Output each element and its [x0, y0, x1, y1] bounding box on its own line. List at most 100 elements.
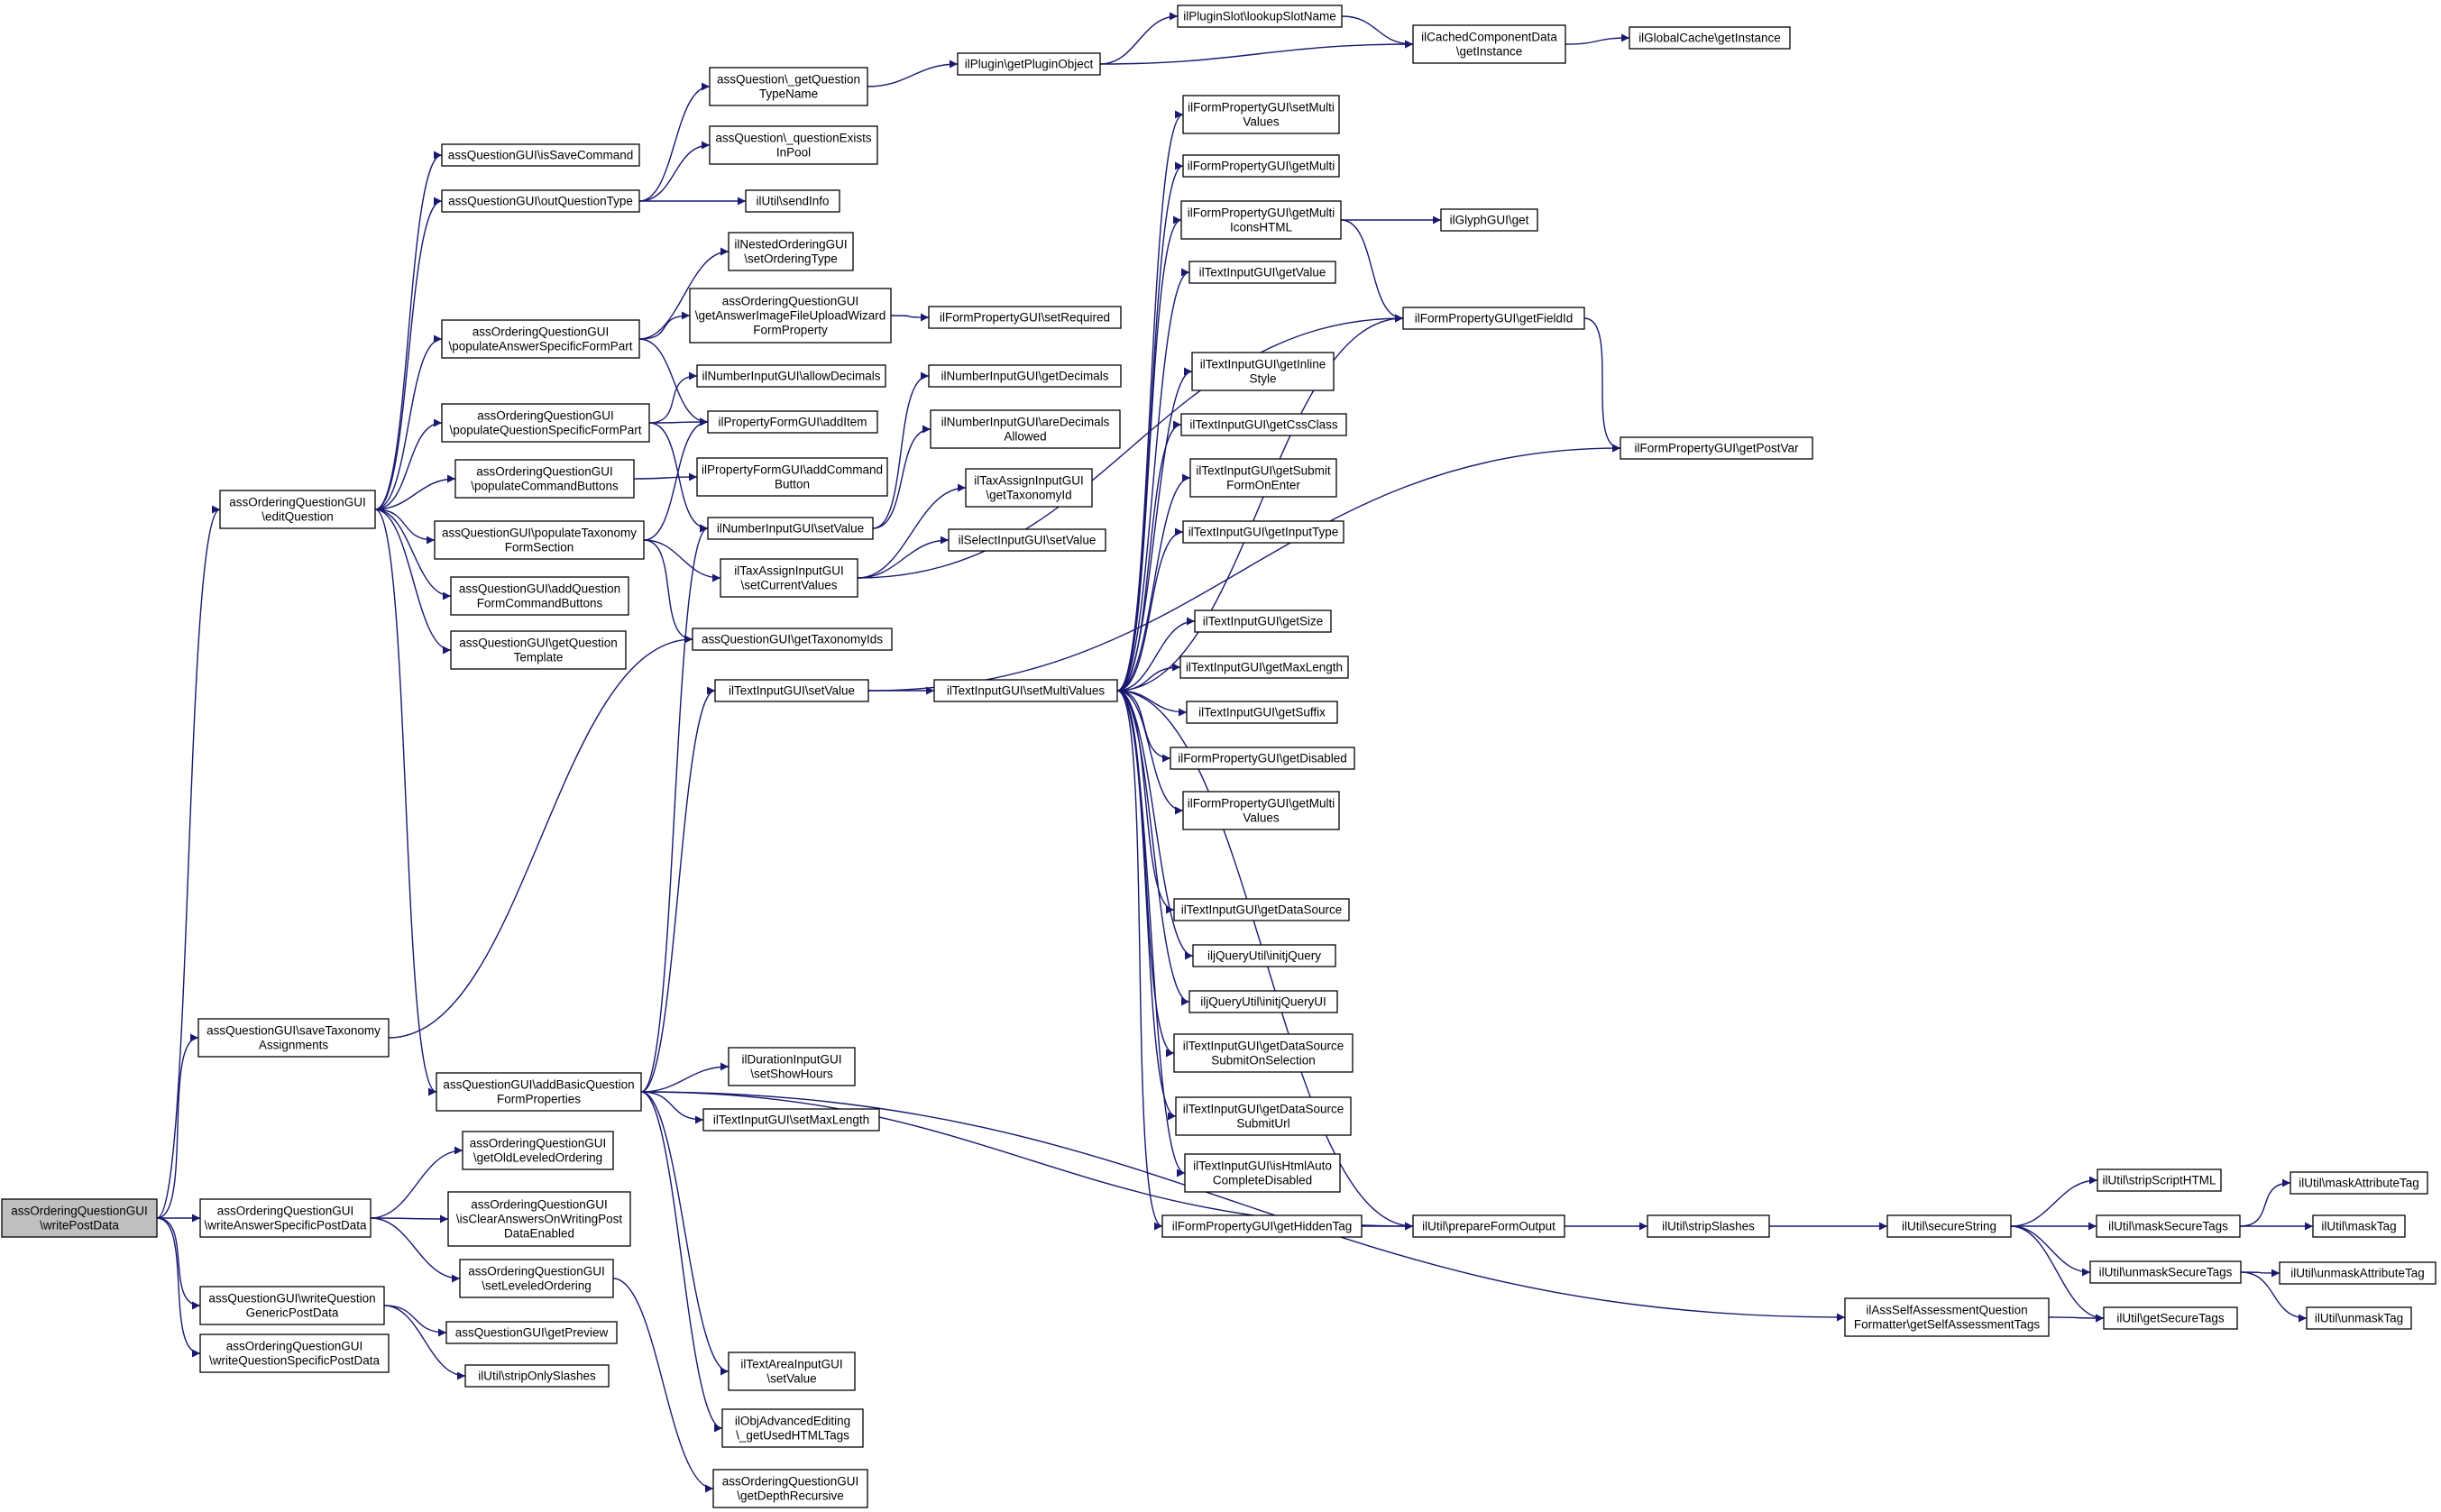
node-get-old-leveled-ordering[interactable]: assOrderingQuestionGUI\getOldLeveledOrde…	[462, 1131, 614, 1170]
node-set-multi-values-form[interactable]: ilFormPropertyGUI\setMultiValues	[1182, 95, 1340, 134]
node-box[interactable]	[441, 403, 650, 443]
node-text-get-value[interactable]: ilTextInputGUI\getValue	[1188, 261, 1336, 284]
node-box[interactable]	[447, 1191, 631, 1247]
node-box[interactable]	[707, 517, 874, 540]
node-box[interactable]	[709, 125, 878, 165]
node-write-post-data[interactable]: assOrderingQuestionGUI\writePostData	[1, 1198, 158, 1238]
node-get-data-source-submit-on-selection[interactable]: ilTextInputGUI\getDataSourceSubmitOnSele…	[1173, 1033, 1354, 1073]
node-strip-only-slashes[interactable]: ilUtil\stripOnlySlashes	[464, 1364, 610, 1388]
node-box[interactable]	[464, 1364, 610, 1388]
node-box[interactable]	[436, 1072, 642, 1112]
node-mask-secure-tags[interactable]: ilUtil\maskSecureTags	[2096, 1214, 2241, 1238]
node-box[interactable]	[450, 630, 627, 670]
node-get-data-source[interactable]: ilTextInputGUI\getDataSource	[1173, 898, 1350, 921]
node-set-multi-values-text[interactable]: ilTextInputGUI\setMultiValues	[933, 679, 1118, 702]
node-box[interactable]	[1170, 747, 1355, 770]
node-box[interactable]	[696, 457, 888, 497]
node-box[interactable]	[702, 1108, 880, 1132]
node-populate-taxonomy-form-section[interactable]: assQuestionGUI\populateTaxonomyFormSecti…	[434, 520, 645, 560]
node-is-clear-answers-on-writing-post-data-enabled[interactable]: assOrderingQuestionGUI\isClearAnswersOnW…	[447, 1191, 631, 1247]
node-box[interactable]	[1188, 261, 1336, 284]
node-box[interactable]	[728, 1047, 856, 1086]
node-box[interactable]	[957, 52, 1101, 76]
node-strip-slashes[interactable]: ilUtil\stripSlashes	[1647, 1214, 1770, 1238]
node-box[interactable]	[1412, 1214, 1565, 1238]
node-duration-set-show-hours[interactable]: ilDurationInputGUI\setShowHours	[728, 1047, 856, 1086]
node-text-set-value[interactable]: ilTextInputGUI\setValue	[714, 679, 869, 702]
node-add-question-form-command-buttons[interactable]: assQuestionGUI\addQuestionFormCommandBut…	[450, 576, 629, 616]
node-box[interactable]	[930, 409, 1121, 449]
node-secure-string[interactable]: ilUtil\secureString	[1886, 1214, 2012, 1238]
node-box[interactable]	[1, 1198, 158, 1238]
node-box[interactable]	[1629, 26, 1791, 50]
node-box[interactable]	[707, 410, 878, 434]
node-box[interactable]	[441, 319, 640, 359]
node-get-taxonomy-id[interactable]: ilTaxAssignInputGUI\getTaxonomyId	[965, 468, 1093, 508]
node-populate-command-buttons[interactable]: assOrderingQuestionGUI\populateCommandBu…	[454, 459, 635, 499]
node-box[interactable]	[928, 306, 1122, 329]
node-box[interactable]	[1182, 95, 1340, 134]
node-is-html-auto-complete-disabled[interactable]: ilTextInputGUI\isHtmlAutoCompleteDisable…	[1184, 1153, 1341, 1193]
node-mask-attribute-tag[interactable]: ilUtil\maskAttributeTag	[2290, 1171, 2428, 1195]
node-box[interactable]	[2089, 1260, 2242, 1284]
node-set-required[interactable]: ilFormPropertyGUI\setRequired	[928, 306, 1122, 329]
node-get-input-type[interactable]: ilTextInputGUI\getInputType	[1182, 520, 1344, 544]
node-box[interactable]	[1412, 24, 1566, 64]
node-get-taxonomy-ids[interactable]: assQuestionGUI\getTaxonomyIds	[692, 628, 893, 651]
node-box[interactable]	[199, 1198, 372, 1238]
node-get-cached-instance[interactable]: ilCachedComponentData\getInstance	[1412, 24, 1566, 64]
node-box[interactable]	[219, 490, 376, 529]
node-box[interactable]	[450, 576, 629, 616]
node-write-answer-specific-post-data[interactable]: assOrderingQuestionGUI\writeAnswerSpecif…	[199, 1198, 372, 1238]
node-get-preview[interactable]: assQuestionGUI\getPreview	[445, 1321, 618, 1344]
node-box[interactable]	[1186, 701, 1338, 724]
node-box[interactable]	[1647, 1214, 1770, 1238]
node-box[interactable]	[1194, 609, 1332, 633]
node-get-post-var[interactable]: ilFormPropertyGUI\getPostVar	[1620, 436, 1813, 460]
node-tax-set-current-values[interactable]: ilTaxAssignInputGUI\setCurrentValues	[720, 558, 858, 598]
node-box[interactable]	[2097, 1168, 2222, 1192]
node-unmask-attribute-tag[interactable]: ilUtil\unmaskAttributeTag	[2279, 1261, 2436, 1285]
node-initj-query-ui[interactable]: iljQueryUtil\initjQueryUI	[1188, 990, 1338, 1013]
node-set-leveled-ordering[interactable]: assOrderingQuestionGUI\setLeveledOrderin…	[459, 1259, 614, 1298]
node-box[interactable]	[2290, 1171, 2428, 1195]
node-box[interactable]	[1180, 200, 1342, 240]
node-box[interactable]	[2279, 1261, 2436, 1285]
node-box[interactable]	[441, 189, 640, 213]
node-box[interactable]	[965, 468, 1093, 508]
node-box[interactable]	[1188, 990, 1338, 1013]
node-text-set-max-length[interactable]: ilTextInputGUI\setMaxLength	[702, 1108, 880, 1132]
node-box[interactable]	[1192, 944, 1336, 967]
node-get-plugin-object[interactable]: ilPlugin\getPluginObject	[957, 52, 1101, 76]
node-send-info[interactable]: ilUtil\sendInfo	[745, 189, 840, 213]
node-box[interactable]	[1161, 1214, 1363, 1238]
node-box[interactable]	[696, 364, 886, 388]
node-box[interactable]	[721, 1408, 864, 1448]
node-box[interactable]	[1182, 791, 1340, 830]
node-get-disabled[interactable]: ilFormPropertyGUI\getDisabled	[1170, 747, 1355, 770]
node-glyph-get[interactable]: ilGlyphGUI\get	[1440, 208, 1538, 232]
node-box[interactable]	[445, 1321, 618, 1344]
node-box[interactable]	[199, 1286, 385, 1325]
node-populate-question-specific-form-part[interactable]: assOrderingQuestionGUI\populateQuestionS…	[441, 403, 650, 443]
node-box[interactable]	[2103, 1306, 2238, 1330]
node-box[interactable]	[1189, 458, 1337, 498]
node-box[interactable]	[454, 459, 635, 499]
node-box[interactable]	[712, 1469, 868, 1508]
node-box[interactable]	[1440, 208, 1538, 232]
node-box[interactable]	[728, 232, 854, 271]
node-box[interactable]	[728, 1352, 856, 1391]
node-box[interactable]	[462, 1131, 614, 1170]
node-box[interactable]	[689, 288, 892, 344]
node-box[interactable]	[1182, 154, 1340, 178]
node-get-used-htmltags[interactable]: ilObjAdvancedEditing\_getUsedHTMLTags	[721, 1408, 864, 1448]
node-box[interactable]	[933, 679, 1118, 702]
node-populate-answer-specific-form-part[interactable]: assOrderingQuestionGUI\populateAnswerSpe…	[441, 319, 640, 359]
